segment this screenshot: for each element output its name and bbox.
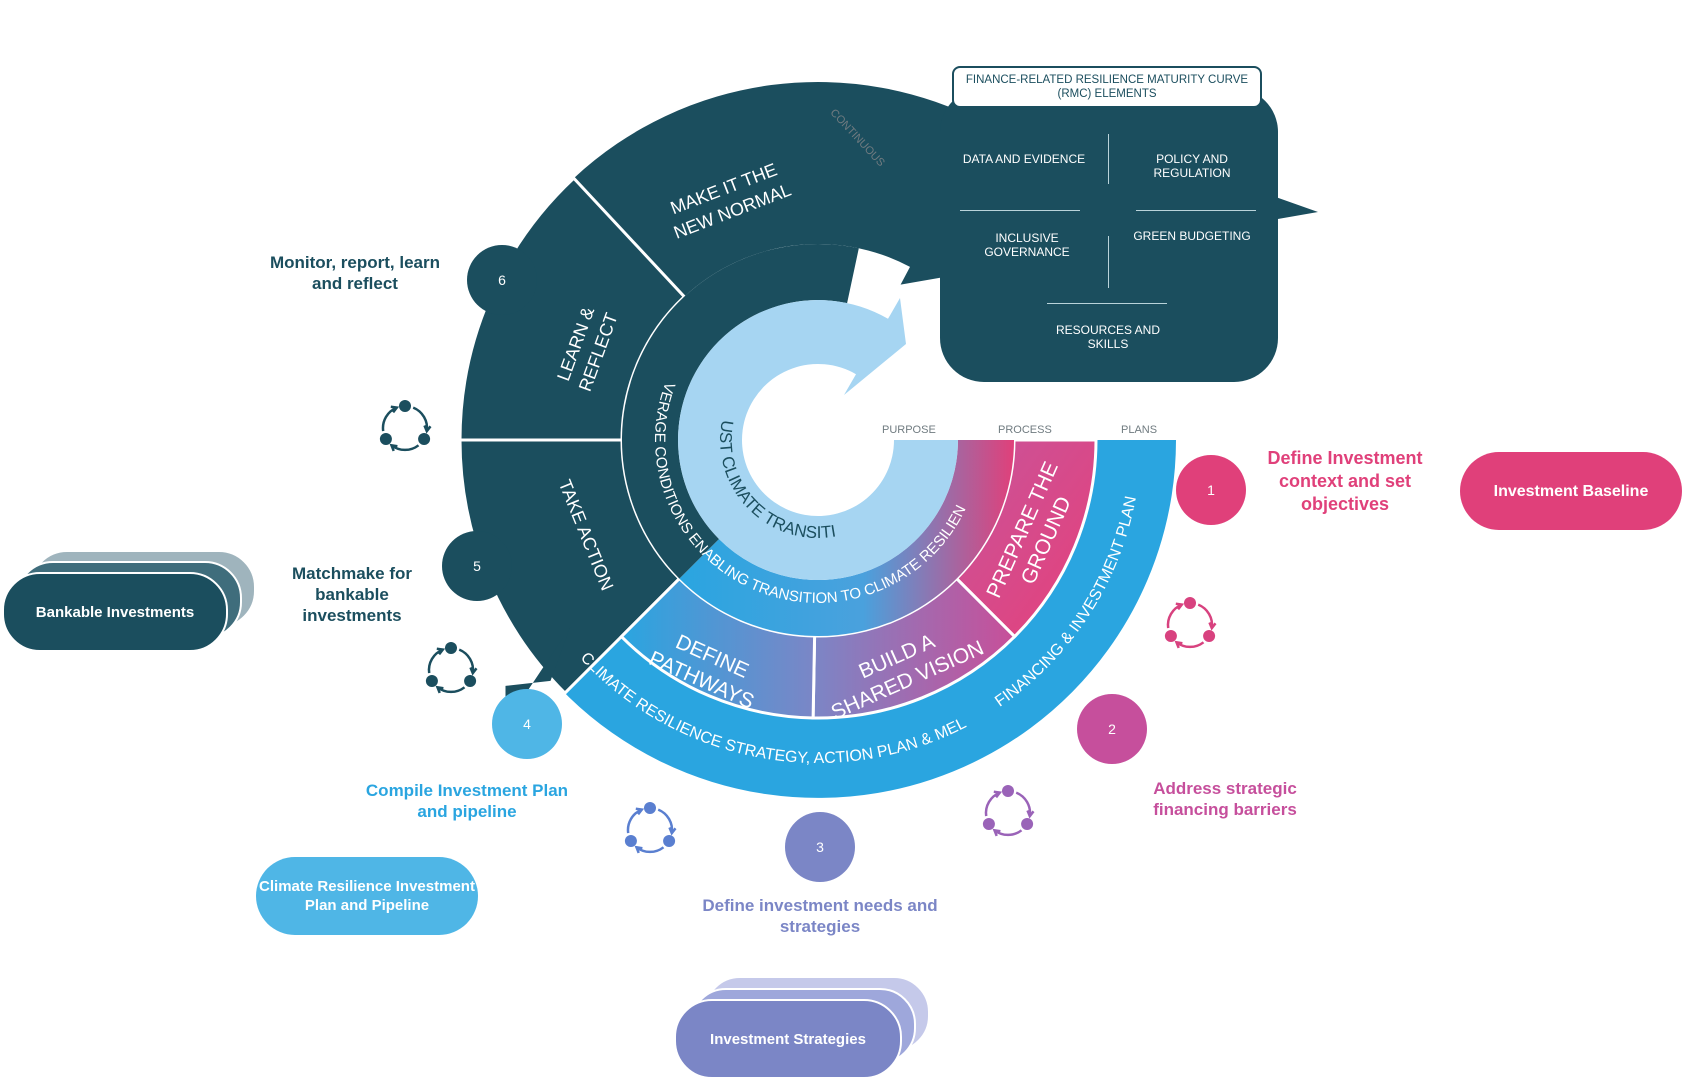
svg-text:1: 1 [1207,482,1215,498]
climate-plan-box: Climate Resilience Investment Plan and P… [256,857,478,935]
ring-leverage-conditions [679,440,1014,637]
cycle-arrows-icon [982,785,1035,837]
step-6-marker: 6 [467,245,537,315]
step-5-label: Matchmake for bankable investments [292,564,412,625]
svg-text:5: 5 [473,558,481,574]
rmc-policy: POLICY AND REGULATION [1153,152,1231,180]
rmc-panel [940,88,1278,382]
rmc-title: FINANCE-RELATED RESILIENCE MATURITY CURV… [952,66,1262,108]
step-5-marker: 5 [442,531,512,601]
step-1-label: Define Investment context and set object… [1267,448,1423,514]
svg-text:2: 2 [1108,721,1116,737]
rmc-divider [1108,134,1109,184]
rmc-resources: RESOURCES AND SKILLS [1055,323,1161,351]
investment-strategies-box: Investment Strategies [674,999,902,1079]
rmc-inclusive: INCLUSIVE GOVERNANCE [984,231,1070,259]
step-2-label: Address strategic financing barriers [1153,779,1297,819]
svg-text:4: 4 [523,716,531,732]
outer-ring-strategy [532,440,1176,798]
step-2-marker: 2 [1077,694,1147,764]
svg-text:6: 6 [498,272,506,288]
phase-purpose: PURPOSE [882,424,936,436]
bankable-investments-box: Bankable Investments [2,572,228,652]
ring-just-transition [678,298,958,581]
rmc-green: GREEN BUDGETING [1133,229,1251,243]
cycle-arrows-icon [425,642,478,694]
phase-plans: PLANS [1121,424,1158,436]
rmc-divider [960,210,1080,211]
cycle-arrows-icon [624,802,677,854]
step-4-marker: 4 [492,689,562,759]
investment-baseline-box: Investment Baseline [1460,452,1682,530]
svg-text:3: 3 [816,839,824,855]
step-3-marker: 3 [785,812,855,882]
step-4-label: Compile Investment Plan and pipeline [365,781,569,821]
rmc-divider [1047,303,1167,304]
rmc-divider [1108,236,1109,288]
ring-leverage-top [621,244,859,579]
rmc-data-evidence: DATA AND EVIDENCE [962,152,1086,166]
rmc-divider [1136,210,1256,211]
cycle-arrows-icon [379,400,432,452]
step-1-marker: 1 [1176,455,1246,525]
phase-process: PROCESS [998,424,1052,436]
cycle-arrows-icon [1164,597,1217,649]
step-6-label: Monitor, report, learn and reflect [269,253,441,293]
step-3-label: Define investment needs and strategies [702,896,938,936]
